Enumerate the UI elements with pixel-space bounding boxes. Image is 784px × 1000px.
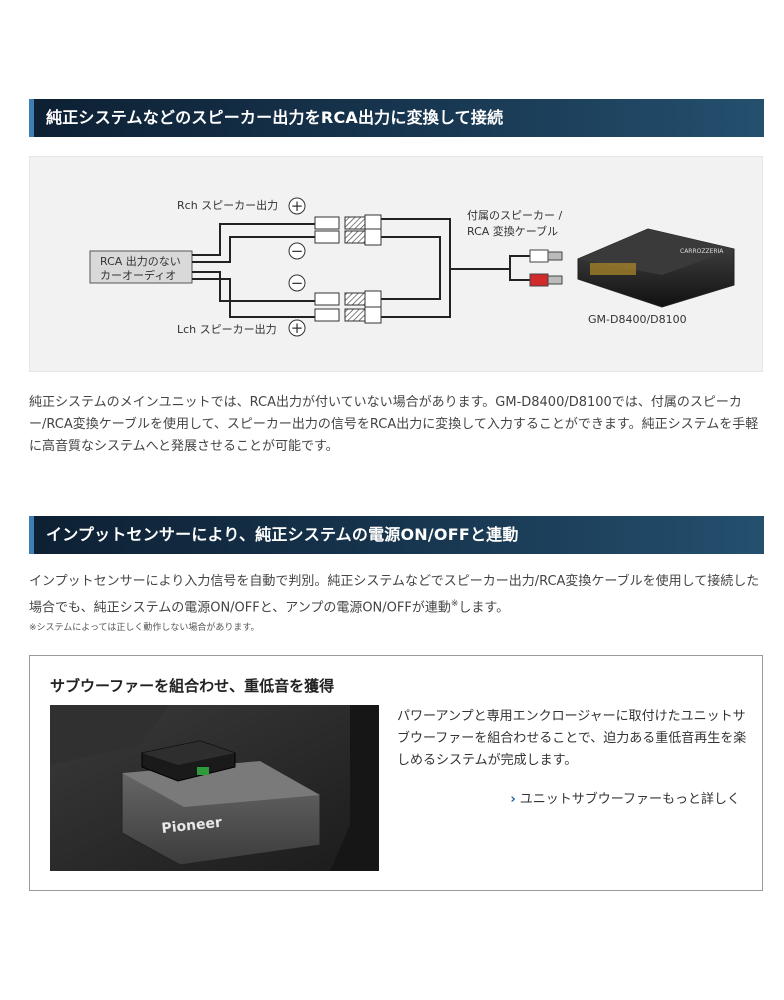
banner-accent-bar (29, 99, 34, 137)
rch-speaker-label: Rch スピーカー出力 (177, 199, 279, 212)
rca-plugs (529, 249, 563, 287)
subwoofer-photo-svg: Pioneer (50, 705, 379, 871)
subwoofer-description: パワーアンプと専用エンクロージャーに取付けたユニットサブウーファーを組合わせるこ… (397, 709, 747, 768)
footnote: ※システムによっては正しく動作しない場合があります。 (29, 623, 260, 633)
amplifier-illustration (577, 228, 735, 308)
minus-symbol: − (291, 242, 304, 260)
amp-model-label: GM-D8400/D8100 (588, 313, 687, 326)
section-title: インプットセンサーにより、純正システムの電源ON/OFFと連動 (46, 525, 519, 544)
wiring-diagram: + − − + CARROZZERIA Rch スピーカー出力 Lch スピーカ… (29, 156, 763, 372)
subwoofer-title: サブウーファーを組合わせ、重低音を獲得 (50, 677, 335, 695)
plus-symbol: + (291, 197, 304, 215)
cable-label-line1: 付属のスピーカー / (467, 209, 563, 222)
lch-speaker-label: Lch スピーカー出力 (177, 323, 277, 336)
chevron-right-icon: › (510, 792, 516, 807)
polarity-markers (288, 197, 306, 337)
section2-body: インプットセンサーにより入力信号を自動で判別。純正システムなどでスピーカー出力/… (29, 571, 764, 619)
section-banner-input-sensor: インプットセンサーにより、純正システムの電源ON/OFFと連動 (29, 516, 764, 554)
section2-body-end: します。 (458, 600, 510, 616)
plus-symbol: + (291, 319, 304, 337)
subwoofer-detail-link[interactable]: ›ユニットサブウーファーもっと詳しく (510, 788, 740, 807)
headunit-label-line1: RCA 出力のない (100, 255, 181, 268)
subwoofer-card: サブウーファーを組合わせ、重低音を獲得 Pi (29, 655, 763, 891)
speaker-wires (192, 218, 530, 318)
note-mark: ※ (450, 599, 459, 609)
section2-body-main: インプットセンサーにより入力信号を自動で判別。純正システムなどでスピーカー出力/… (29, 574, 760, 616)
cable-label-line2: RCA 変換ケーブル (467, 225, 559, 238)
subwoofer-photo: Pioneer (50, 705, 379, 871)
section-banner-rca-conversion: 純正システムなどのスピーカー出力をRCA出力に変換して接続 (29, 99, 764, 137)
amp-logo: CARROZZERIA (680, 248, 724, 255)
headunit-label-line2: カーオーディオ (100, 269, 177, 282)
headunit-box (89, 250, 193, 284)
terminal-connectors (314, 214, 382, 324)
pioneer-logo: Pioneer (161, 815, 223, 837)
minus-symbol: − (291, 274, 304, 292)
wiring-diagram-svg: + − − + CARROZZERIA (89, 197, 735, 337)
banner-accent-bar (29, 516, 34, 554)
section-title: 純正システムなどのスピーカー出力をRCA出力に変換して接続 (46, 108, 504, 127)
section1-body: 純正システムのメインユニットでは、RCA出力が付いていない場合があります。GM-… (29, 395, 759, 454)
subwoofer-detail-link-label: ユニットサブウーファーもっと詳しく (519, 792, 740, 807)
